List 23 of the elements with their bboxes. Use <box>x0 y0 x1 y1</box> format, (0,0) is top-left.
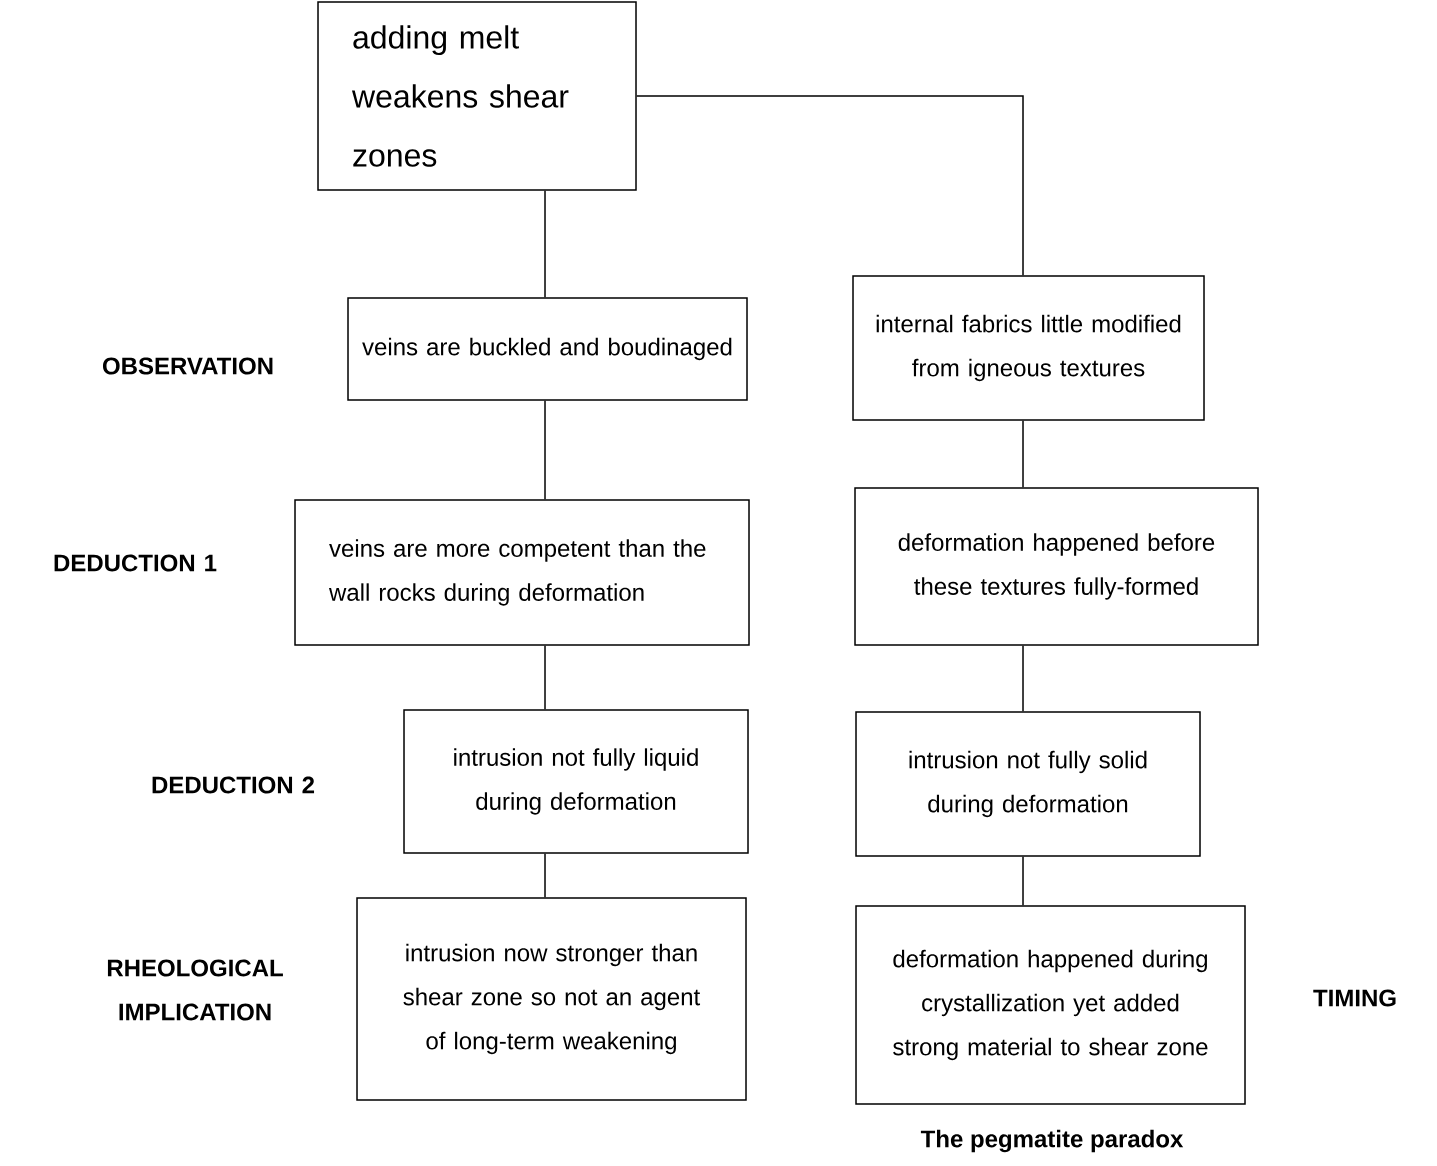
connector-line <box>1022 420 1024 488</box>
connector-line <box>1022 645 1024 712</box>
connector-line <box>544 645 546 710</box>
connector-line <box>544 400 546 500</box>
connector-line <box>636 95 1024 276</box>
text-box: intrusion not fully solid during deformation <box>855 711 1201 857</box>
text-box: intrusion now stronger than shear zone so not an agent of long-term weakening <box>356 897 747 1101</box>
text-box: intrusion not fully liquid during deformation <box>403 709 749 854</box>
row-label: DEDUCTION 2 <box>152 776 315 794</box>
text-box: veins are buckled and boudinaged <box>347 297 748 401</box>
text-box: deformation happened during crystallization yet added strong material to shear zone <box>855 905 1246 1105</box>
connector-line <box>1022 856 1024 906</box>
text-box: adding melt weakens shear zones <box>317 1 637 191</box>
text-box: veins are more competent than the wall rocks during deformation <box>294 499 750 646</box>
connector-line <box>544 190 546 298</box>
caption: The pegmatite paradox <box>920 1129 1184 1153</box>
row-label: DEDUCTION 1 <box>54 554 217 572</box>
text-box: deformation happened before these textures fully-formed <box>854 487 1259 646</box>
connector-line <box>544 853 546 898</box>
row-label: TIMING <box>1313 989 1396 1007</box>
text-box: internal fabrics little modified from igneous textures <box>852 275 1205 421</box>
row-label: OBSERVATION <box>103 357 273 375</box>
row-label: RHEOLOGICAL IMPLICATION <box>107 959 283 1021</box>
